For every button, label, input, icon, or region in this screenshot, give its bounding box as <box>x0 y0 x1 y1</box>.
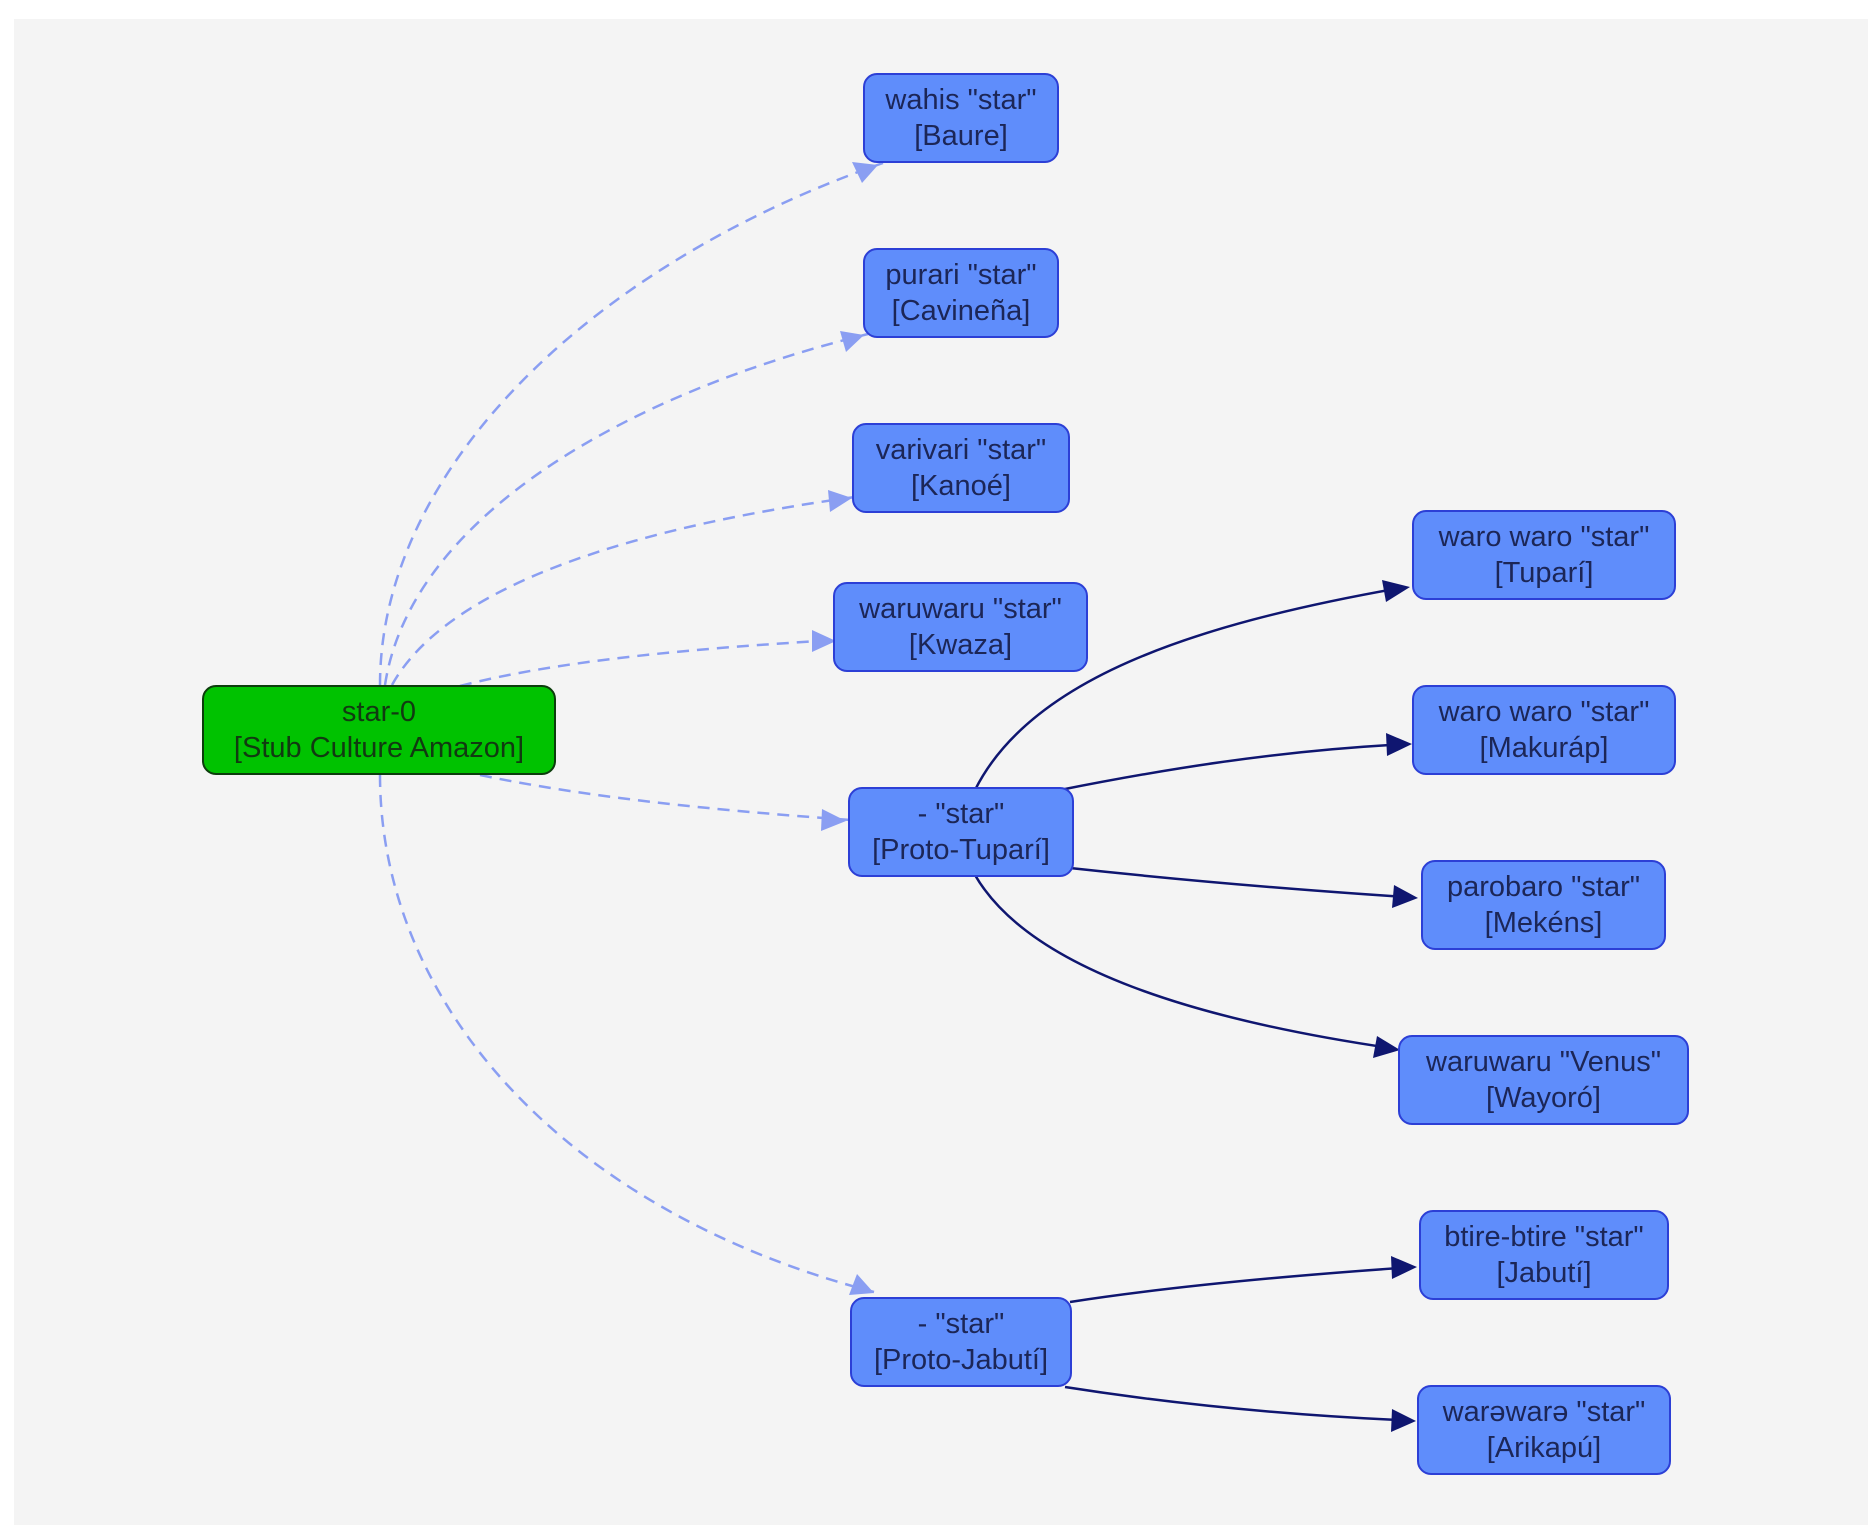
node-wayoro[interactable]: waruwaru "Venus" [Wayoró] <box>1398 1035 1689 1125</box>
node-language: [Proto-Tuparí] <box>872 834 1050 866</box>
node-form: parobaro "star" <box>1446 870 1641 903</box>
node-form: varivari "star" <box>875 433 1047 466</box>
node-form: waro waro "star" <box>1438 695 1650 728</box>
node-form: - "star" <box>917 1307 1005 1340</box>
node-language: [Makuráp] <box>1479 732 1609 764</box>
arrowhead-baure <box>852 162 878 183</box>
edge-proto-tupari-wayoro <box>973 874 1391 1050</box>
node-language: [Mekéns] <box>1484 907 1603 939</box>
node-language: [Baure] <box>914 120 1008 152</box>
node-mekens[interactable]: parobaro "star" [Mekéns] <box>1421 860 1666 950</box>
edge-proto-tupari-mekens <box>1069 866 1406 899</box>
edge-root-baure <box>378 161 884 686</box>
arrowhead-proto-tupari <box>821 809 846 831</box>
node-kwaza[interactable]: waruwaru "star" [Kwaza] <box>833 582 1088 672</box>
node-tupari[interactable]: waro waro "star" [Tuparí] <box>1412 510 1676 600</box>
arrowhead-makurap <box>1386 733 1412 756</box>
node-language: [Tuparí] <box>1494 557 1594 589</box>
root-node[interactable]: star-0 [Stub Culture Amazon] <box>202 685 556 775</box>
node-language: [Kwaza] <box>908 629 1013 661</box>
node-language: [Proto-Jabutí] <box>873 1344 1049 1376</box>
node-makurap[interactable]: waro waro "star" [Makuráp] <box>1412 685 1676 775</box>
node-form: waruwaru "Venus" <box>1426 1045 1661 1078</box>
node-form: btire-btire "star" <box>1444 1220 1644 1253</box>
node-form: - "star" <box>917 797 1005 830</box>
edge-root-proto-jabuti <box>378 774 875 1294</box>
node-form: waruwaru "star" <box>859 592 1062 625</box>
node-language: [Cavineña] <box>891 295 1031 327</box>
node-proto-tupari[interactable]: - "star" [Proto-Tuparí] <box>848 787 1074 877</box>
node-cavinena[interactable]: purari "star" [Cavineña] <box>863 248 1059 338</box>
edge-root-proto-tupari <box>479 773 851 822</box>
node-form: warəwarə "star" <box>1442 1395 1646 1428</box>
edge-proto-jabuti-jabuti <box>1069 1266 1401 1304</box>
arrowhead-wayoro <box>1373 1036 1400 1058</box>
root-language: [Stub Culture Amazon] <box>233 732 525 764</box>
node-form: wahis "star" <box>885 83 1037 116</box>
root-form: star-0 <box>341 695 417 728</box>
edge-proto-tupari-tupari <box>973 586 1401 791</box>
node-proto-jabuti[interactable]: - "star" [Proto-Jabutí] <box>850 1297 1072 1387</box>
arrowhead-kwaza <box>812 630 836 652</box>
edge-proto-jabuti-arikapu <box>1064 1385 1399 1422</box>
edge-root-cavinena <box>383 332 869 686</box>
node-form: waro waro "star" <box>1438 520 1650 553</box>
arrowhead-proto-jabuti <box>849 1274 874 1295</box>
node-language: [Arikapú] <box>1486 1432 1602 1464</box>
arrowhead-arikapu <box>1391 1409 1416 1432</box>
node-language: [Kanoé] <box>911 470 1011 502</box>
node-jabuti[interactable]: btire-btire "star" [Jabutí] <box>1419 1210 1669 1300</box>
node-form: purari "star" <box>885 258 1037 291</box>
node-language: [Wayoró] <box>1486 1082 1601 1114</box>
arrowhead-tupari <box>1382 580 1410 602</box>
arrowhead-cavinena <box>840 331 864 352</box>
arrowhead-mekens <box>1392 885 1418 908</box>
node-baure[interactable]: wahis "star" [Baure] <box>863 73 1059 163</box>
node-language: [Jabutí] <box>1496 1257 1592 1289</box>
arrowhead-kanoe <box>828 490 852 512</box>
node-arikapu[interactable]: warəwarə "star" [Arikapú] <box>1417 1385 1671 1475</box>
node-kanoe[interactable]: varivari "star" [Kanoé] <box>852 423 1070 513</box>
arrowhead-jabuti <box>1391 1256 1417 1279</box>
edge-proto-tupari-makurap <box>1059 743 1391 792</box>
edge-root-kwaza <box>459 638 837 688</box>
edge-root-kanoe <box>390 495 856 686</box>
